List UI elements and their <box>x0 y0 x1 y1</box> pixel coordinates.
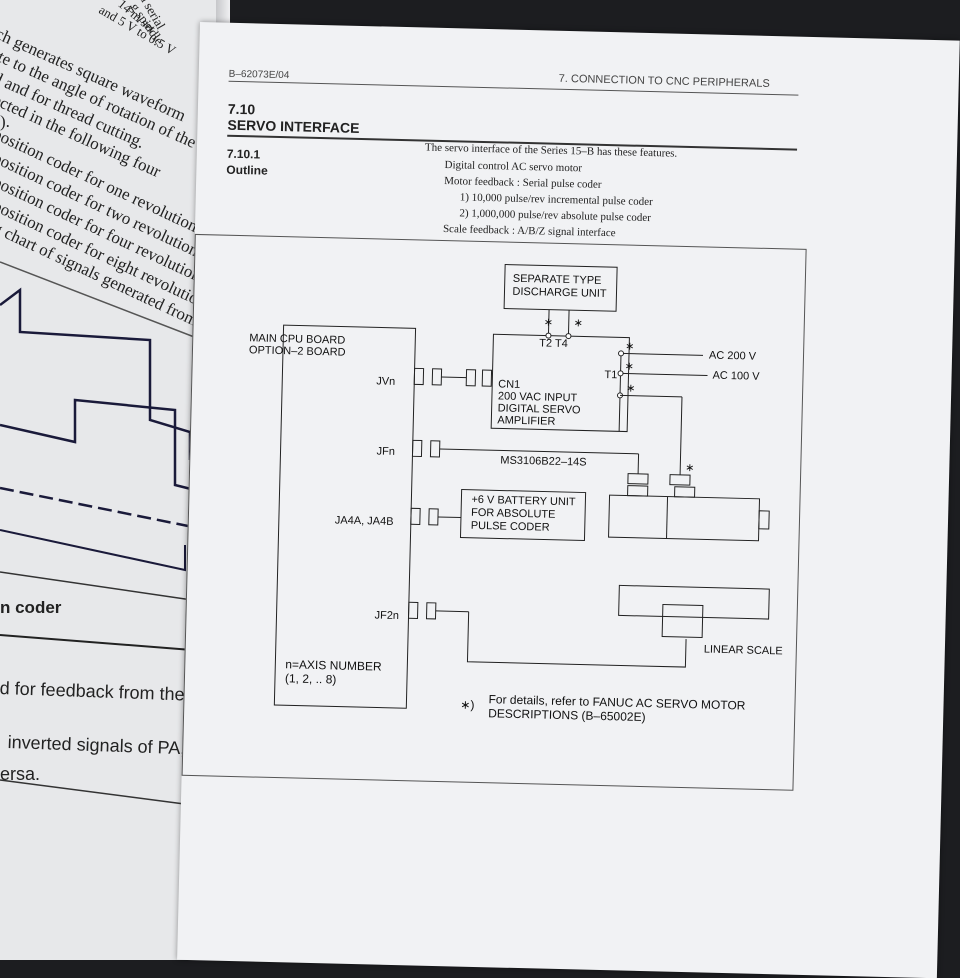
left-body-line: ersa. <box>0 764 40 785</box>
feature-item: Motor feedback : Serial pulse coder <box>444 175 602 191</box>
battery-label: FOR ABSOLUTE <box>471 507 556 521</box>
port-label-jf2n: JF2n <box>374 609 399 622</box>
feature-item: 1) 10,000 pulse/rev incremental pulse co… <box>460 191 653 208</box>
left-section-title: n coder <box>0 598 61 618</box>
servo-diagram: SEPARATE TYPE DISCHARGE UNIT ∗ ∗ T2 T4 ∗… <box>182 234 807 791</box>
asterisk-mark: ∗ <box>685 461 695 474</box>
doc-number: B–62073E/04 <box>229 69 290 81</box>
right-page: B–62073E/04 7. CONNECTION TO CNC PERIPHE… <box>177 22 960 978</box>
battery-label: +6 V BATTERY UNIT <box>471 494 575 509</box>
t1-label: T1 <box>604 369 617 381</box>
port-label-ja4: JA4A, JA4B <box>335 514 394 527</box>
feature-item: Scale feedback : A/B/Z signal interface <box>443 223 616 239</box>
linear-scale-label: LINEAR SCALE <box>704 643 783 657</box>
cable-label: MS3106B22–14S <box>500 454 587 468</box>
amplifier-label: AMPLIFIER <box>497 414 555 427</box>
ac200-label: AC 200 V <box>709 350 756 363</box>
asterisk-mark: ∗ <box>544 315 554 328</box>
terminal-label: T2 T4 <box>539 337 568 350</box>
section-number: 7.10 <box>228 101 256 118</box>
chapter-header: 7. CONNECTION TO CNC PERIPHERALS <box>559 73 770 90</box>
main-board-label: OPTION–2 BOARD <box>249 344 346 358</box>
discharge-label: DISCHARGE UNIT <box>512 286 606 300</box>
amplifier-label: CN1 <box>498 378 520 391</box>
discharge-label: SEPARATE TYPE <box>513 273 602 287</box>
subsection-number: 7.10.1 <box>227 147 261 162</box>
asterisk-mark: ∗ <box>574 316 584 329</box>
ac100-label: AC 100 V <box>712 370 759 383</box>
section-title: SERVO INTERFACE <box>227 117 359 136</box>
feature-item: Digital control AC servo motor <box>444 159 582 174</box>
port-label-jfn: JFn <box>376 445 395 457</box>
subsection-title: Outline <box>226 163 268 178</box>
asterisk-mark: ∗ <box>625 339 635 352</box>
asterisk-mark: ∗ <box>625 359 635 372</box>
port-label-jvn: JVn <box>376 375 395 387</box>
feature-item: 2) 1,000,000 pulse/rev absolute pulse co… <box>459 207 651 224</box>
asterisk-mark: ∗ <box>626 382 636 395</box>
axis-note: (1, 2, .. 8) <box>285 671 337 686</box>
battery-label: PULSE CODER <box>471 520 550 534</box>
footnote-mark: ∗) <box>460 698 474 712</box>
